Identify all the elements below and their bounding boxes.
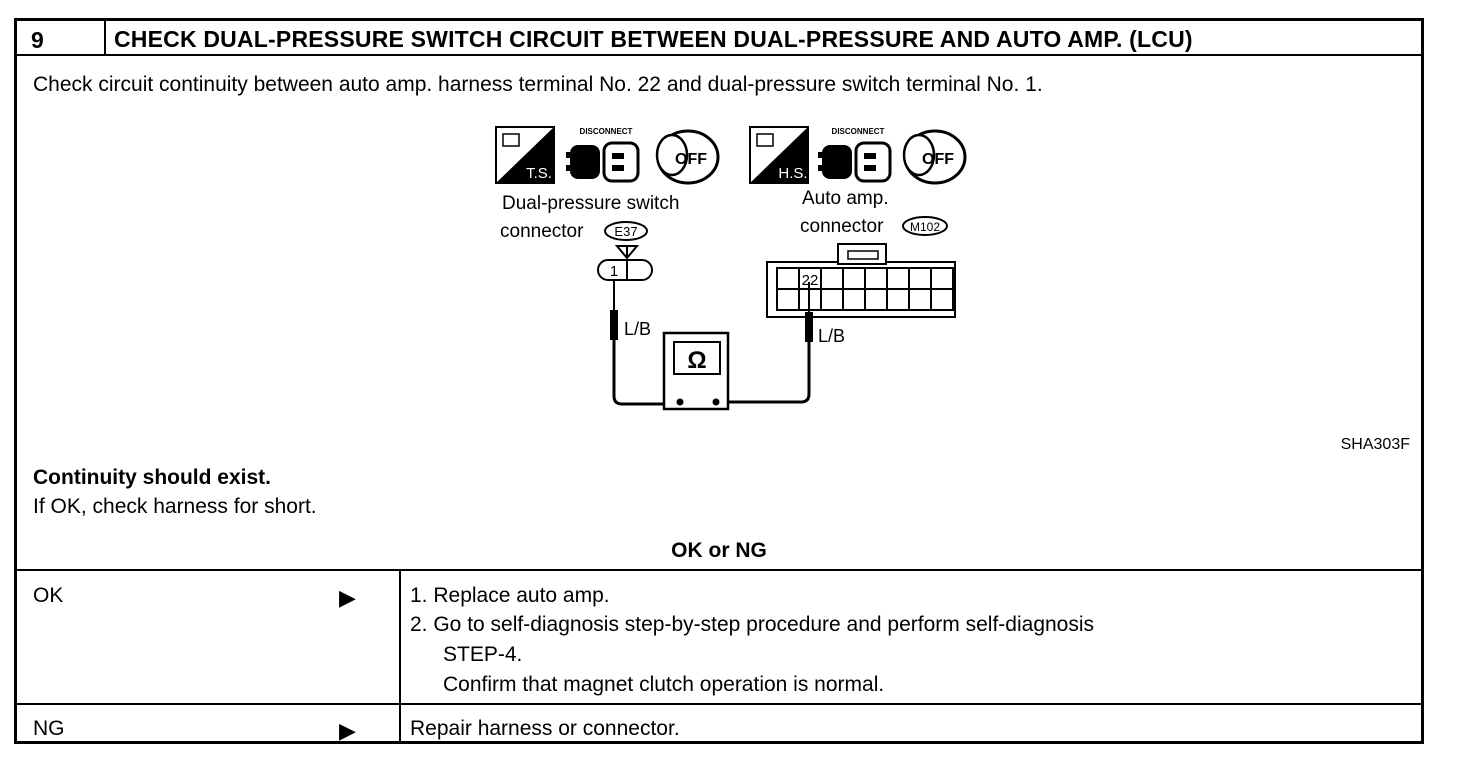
ng-label: NG xyxy=(33,717,65,740)
procedure-table: 9 CHECK DUAL-PRESSURE SWITCH CIRCUIT BET… xyxy=(14,18,1424,744)
ok-step-2-cont: STEP-4. xyxy=(443,643,523,666)
ignition-off-icon-right: OFF xyxy=(902,129,967,185)
m102-badge: M102 xyxy=(910,220,940,234)
wire-color-left: L/B xyxy=(624,319,651,339)
e37-badge: E37 xyxy=(614,224,637,239)
tester-icon-right: H.S. xyxy=(749,126,809,184)
disconnect-icon-left: DISCONNECT xyxy=(566,127,640,183)
ok-label: OK xyxy=(33,584,64,607)
hs-label: H.S. xyxy=(778,165,807,182)
ts-label: T.S. xyxy=(526,165,552,182)
ok-arrow-icon: ▶ xyxy=(339,585,356,610)
row-separator xyxy=(17,703,1421,705)
dual-pressure-label: Dual-pressure switch xyxy=(502,193,679,214)
figure-code: SHA303F xyxy=(1341,436,1411,453)
auto-amp-connector-label: connector xyxy=(800,216,884,237)
disconnect-label-left: DISCONNECT xyxy=(580,127,633,136)
dual-pressure-connector-label: connector xyxy=(500,221,584,242)
terminal-22: 22 xyxy=(802,272,819,289)
ok-step-2: 2. Go to self-diagnosis step-by-step pro… xyxy=(410,613,1095,636)
auto-amp-label: Auto amp. xyxy=(802,188,889,209)
header-bottom-rule xyxy=(17,54,1421,56)
if-ok-note: If OK, check harness for short. xyxy=(33,495,317,518)
decision-top-rule xyxy=(17,569,1421,571)
header-divider xyxy=(104,21,106,56)
auto-amp-connector xyxy=(766,243,956,318)
off-label-left: OFF xyxy=(675,151,707,168)
step-number: 9 xyxy=(31,27,44,53)
ignition-off-icon-left: OFF xyxy=(655,129,720,185)
disconnect-icon-right: DISCONNECT xyxy=(818,127,892,183)
ok-step-3: Confirm that magnet clutch operation is … xyxy=(443,673,885,696)
ng-arrow-icon: ▶ xyxy=(339,718,356,743)
terminal-1: 1 xyxy=(610,263,618,280)
ohmmeter-icon: Ω xyxy=(662,331,730,411)
tester-icon-left: T.S. xyxy=(495,126,555,184)
ok-step-1: 1. Replace auto amp. xyxy=(410,584,610,607)
instruction-text: Check circuit continuity between auto am… xyxy=(33,73,1043,96)
off-label-right: OFF xyxy=(922,151,954,168)
wire-color-right: L/B xyxy=(818,326,845,346)
decision-header: OK or NG xyxy=(671,539,767,562)
expected-result: Continuity should exist. xyxy=(33,466,272,489)
ng-action: Repair harness or connector. xyxy=(410,717,680,740)
step-title: CHECK DUAL-PRESSURE SWITCH CIRCUIT BETWE… xyxy=(114,26,1193,52)
disconnect-label-right: DISCONNECT xyxy=(832,127,885,136)
row-divider xyxy=(399,569,401,744)
dual-pressure-connector: 1 xyxy=(597,245,653,281)
test-leads xyxy=(610,280,813,406)
ohm-symbol: Ω xyxy=(687,347,706,374)
